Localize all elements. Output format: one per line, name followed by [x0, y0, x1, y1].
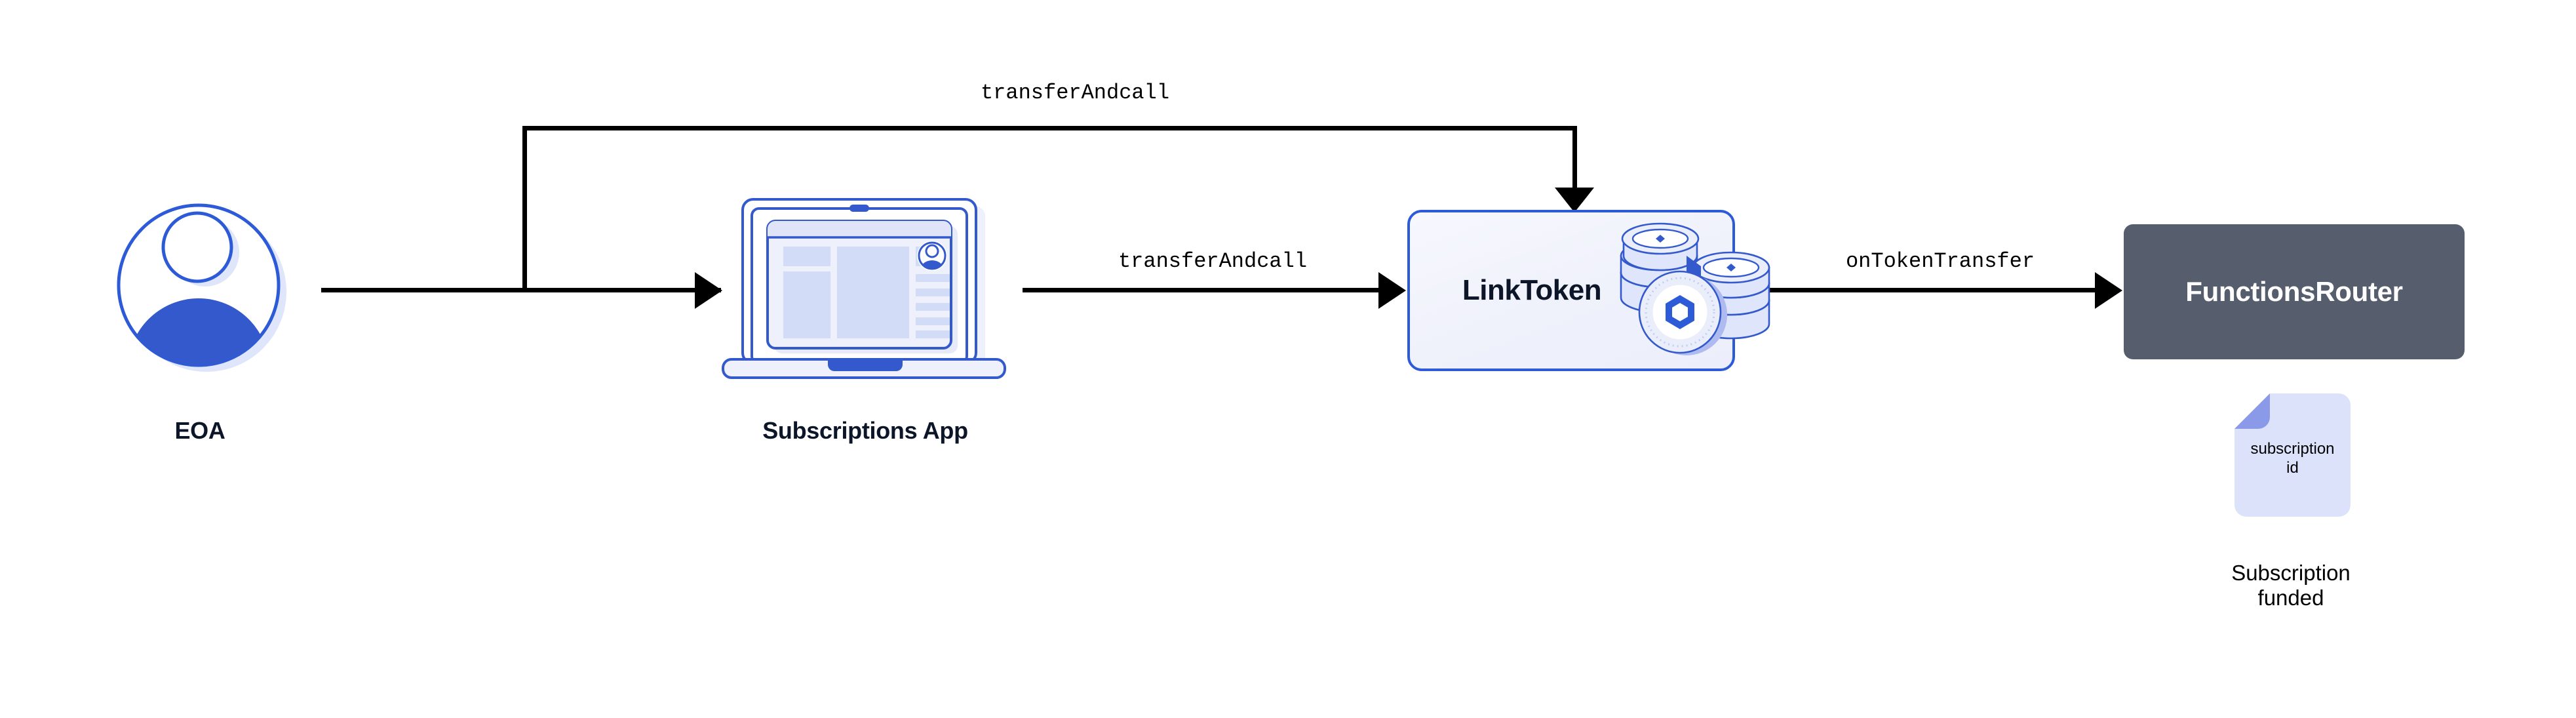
document-icon	[2234, 393, 2351, 517]
node-label-link-token: LinkToken	[1462, 274, 1602, 306]
arrowhead-right-into-app	[695, 272, 722, 309]
artifact-subscription-doc[interactable]: subscription id	[2232, 393, 2353, 518]
artifact-doc-text-line2: id	[2286, 459, 2299, 477]
artifact-doc-text: subscription id	[2232, 439, 2353, 477]
laptop-browser-icon	[722, 198, 1006, 379]
node-subscriptions-app[interactable]	[711, 190, 1019, 387]
edge-linktoken-to-router-line	[1763, 288, 2101, 292]
arrowhead-right-into-linktoken	[1378, 272, 1406, 309]
node-eoa[interactable]	[115, 193, 288, 384]
edge-eoa-to-linktoken-vertical	[522, 126, 527, 290]
node-label-functions-router: FunctionsRouter	[2185, 276, 2403, 307]
user-avatar-icon	[117, 203, 286, 372]
coin-stack-chainlink-icon	[1614, 215, 1772, 359]
node-label-subscriptions-app: Subscriptions App	[762, 417, 968, 444]
node-functions-router[interactable]: FunctionsRouter	[2124, 224, 2465, 359]
arrowhead-right-into-router	[2095, 272, 2122, 309]
edge-eoa-to-linktoken-down-vertical	[1572, 126, 1577, 191]
node-label-eoa: EOA	[174, 417, 225, 444]
arrowhead-down-into-linktoken	[1555, 188, 1594, 212]
edge-label-transfer-and-call-top: transferAndcall	[980, 81, 1170, 105]
edge-app-to-linktoken-line	[1023, 288, 1385, 292]
edge-eoa-to-linktoken-top-horizontal	[522, 126, 1577, 130]
edge-label-on-token-transfer: onTokenTransfer	[1845, 249, 2035, 273]
edge-eoa-to-app-line	[321, 288, 721, 292]
artifact-doc-text-line1: subscription	[2250, 440, 2335, 458]
edge-label-transfer-and-call-mid: transferAndcall	[1118, 249, 1308, 273]
artifact-caption-line1: Subscription	[2231, 561, 2351, 585]
artifact-caption: Subscription funded	[2156, 561, 2425, 610]
artifact-caption-line2: funded	[2257, 586, 2324, 610]
